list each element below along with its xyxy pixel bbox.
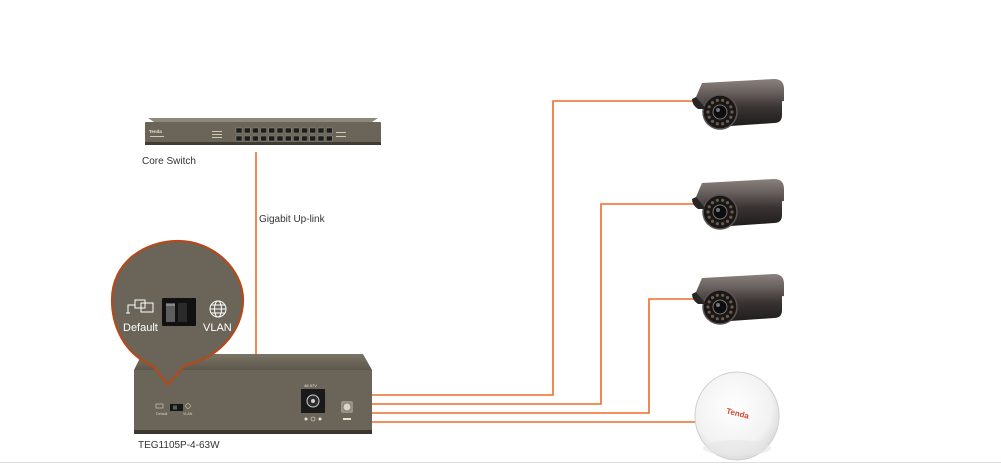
core-switch-port <box>276 127 284 134</box>
core-switch-port <box>268 127 275 134</box>
uplink-label: Gigabit Up-link <box>259 214 325 225</box>
camera-icon <box>692 179 784 230</box>
core-switch-port <box>235 127 243 134</box>
front-globe-icon <box>185 403 191 409</box>
monitor-switch-icon <box>126 299 154 314</box>
front-dip-vlan-label: VLAN <box>183 412 193 416</box>
core-switch-port <box>243 127 251 134</box>
dip-switch-icon <box>162 298 196 326</box>
core-switch-port <box>293 135 300 142</box>
core-switch-port <box>252 135 259 142</box>
core-switch-port <box>326 127 333 134</box>
cable-camera-2 <box>372 203 700 405</box>
core-switch-port <box>285 135 292 142</box>
poe-switch-model-label: TEG1105P-4-63W <box>138 440 220 451</box>
core-switch-port <box>268 135 275 142</box>
callout-vlan-label: VLAN <box>203 322 232 334</box>
cables <box>255 100 700 423</box>
core-switch-port <box>309 135 316 142</box>
globe-icon <box>209 300 227 318</box>
core-switch-port <box>235 135 243 142</box>
camera-icon <box>692 79 784 130</box>
core-switch-port <box>301 135 308 142</box>
core-switch-port <box>317 135 325 142</box>
cable-camera-3 <box>372 298 700 414</box>
dip-switch-callout: Default VLAN <box>110 239 245 387</box>
core-switch-ports <box>235 127 333 142</box>
cable-camera-1 <box>372 100 700 396</box>
core-switch: Tenda <box>145 118 381 145</box>
poe-switch: Default VLAN 48-57V <box>134 354 372 434</box>
dc-input-label: 48-57V <box>304 383 317 388</box>
core-switch-brand: Tenda <box>149 129 162 134</box>
core-switch-port <box>293 127 300 134</box>
core-switch-port <box>252 127 259 134</box>
ip-cameras <box>692 79 784 325</box>
front-monitor-icon <box>155 403 164 409</box>
core-switch-port <box>309 127 316 134</box>
core-switch-port <box>285 127 292 134</box>
core-switch-port <box>243 135 251 142</box>
bottom-divider <box>0 462 1001 463</box>
front-dip-default-label: Default <box>156 412 167 416</box>
core-switch-port <box>276 135 284 142</box>
core-switch-port <box>260 127 267 134</box>
core-switch-port <box>326 135 333 142</box>
access-point-icon: Tenda <box>694 371 780 461</box>
core-switch-port <box>317 127 325 134</box>
callout-default-label: Default <box>123 322 158 334</box>
camera-icon <box>692 274 784 325</box>
core-switch-port <box>301 127 308 134</box>
core-switch-label: Core Switch <box>142 156 196 167</box>
core-switch-port <box>260 135 267 142</box>
